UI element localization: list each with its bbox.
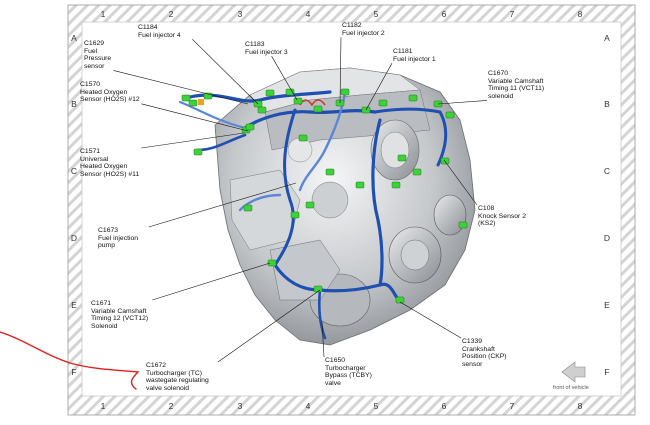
connector-icon [340,88,350,96]
front-of-vehicle-arrow-icon [561,361,586,383]
leader-line [339,37,342,104]
callout-c1571: C1571 Universal Heated Oxygen Sensor (HO… [80,148,140,178]
connector-group [181,88,468,304]
leader-line [365,63,393,111]
connector-icon [397,154,407,162]
red-annotation-mark [0,331,140,390]
leader-line [192,38,259,105]
front-of-vehicle-label: front of vehicle [553,385,589,391]
callout-c1650: C1650 Turbocharger Bypass (TCBY) valve [325,357,372,387]
leader-line [217,289,321,363]
callout-c1339: C1339 Crankshaft Position (CKP) sensor [462,338,507,368]
callout-c1183: C1183 Fuel injector 3 [245,41,288,56]
callout-c1184: C1184 Fuel injector 4 [138,24,181,39]
callout-c108: C108 Knock Sensor 2 (KS2) [478,205,526,228]
leader-line [113,70,249,105]
leader-line [443,159,478,206]
connector-icon [305,201,315,209]
connector-icon [313,285,323,293]
engine-block [214,67,476,346]
grid-row-label: E [71,300,77,310]
connector-icon [290,211,300,219]
leader-line [321,321,325,358]
grid-row-label: E [604,300,610,310]
grid-row-label: F [71,367,77,377]
connector-icon [298,134,308,142]
connector-icon [408,94,418,102]
grid-column-label: 2 [168,9,174,19]
leader-line [141,132,245,149]
callout-c1181: C1181 Fuel injector 1 [393,48,436,63]
grid-column-label: 8 [577,401,583,411]
connector-icon [243,204,253,212]
grid-column-label: 6 [441,9,447,19]
grid-row-label: D [70,233,78,243]
leader-line [399,301,462,339]
callout-c1670: C1670 Variable Camshaft Timing 11 (VCT11… [488,70,545,100]
connector-icon [181,94,191,102]
grid-column-label: 8 [577,9,583,19]
connector-icon [267,259,277,267]
leader-line [148,182,297,228]
connector-icon [245,123,255,131]
grid-column-label: 4 [305,9,311,19]
connector-icon [412,168,422,176]
grid-column-label: 3 [237,9,243,19]
callout-c1671: C1671 Variable Camshaft Timing 12 (VCT12… [91,300,149,330]
connector-icon [293,97,303,105]
connector-icon [458,221,468,229]
grid-column-label: 2 [168,401,174,411]
connector-icon [257,106,267,114]
grid-column-label: 3 [237,401,243,411]
leader-line [437,100,488,105]
grid-row-label: C [70,166,78,176]
grid-column-label: 6 [441,401,447,411]
grid-row-label: B [604,99,610,109]
leader-line [152,262,271,301]
callout-c1673: C1673 Fuel injection pump [98,227,139,250]
connector-icon [285,88,295,96]
grid-row-label: F [604,367,610,377]
callout-c1672: C1672 Turbocharger (TC) wastegate regula… [146,362,209,392]
grid-row-label: A [71,33,77,43]
grid-column-label: 4 [305,401,311,411]
callout-c1629: C1629 Fuel Pressure sensor [84,40,112,70]
connector-icon [325,168,335,176]
connector-icon [391,181,401,189]
connector-icon [355,181,365,189]
grid-row-label: A [604,33,610,43]
connector-icon [313,105,323,113]
grid-column-label: 5 [373,9,379,19]
leader-line [271,56,298,101]
grid-column-label: 1 [100,9,106,19]
grid-column-label: 5 [373,401,379,411]
sensor-body-icon [198,99,204,105]
connector-icon [265,89,275,97]
grid-column-label: 7 [509,401,515,411]
grid-column-label: 7 [509,9,515,19]
connector-icon [193,148,203,156]
grid-row-label: D [603,233,611,243]
leader-line [141,103,249,132]
callout-c1182: C1182 Fuel injector 2 [342,22,385,37]
grid-row-label: C [603,166,611,176]
connector-icon [395,296,405,304]
connector-icon [188,99,198,107]
grid-row-label: B [71,99,77,109]
leader-lines [113,37,488,363]
callout-c1570: C1570 Heated Oxygen Sensor (HO2S) #12 [80,81,140,104]
connector-icon [378,99,388,107]
grid-column-label: 1 [100,401,106,411]
connector-icon [445,111,455,119]
